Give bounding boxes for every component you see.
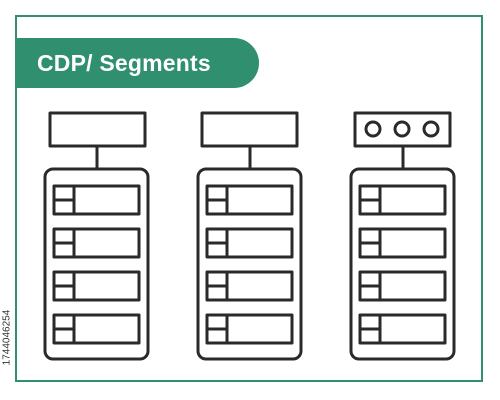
stack-row [205, 227, 294, 259]
page-title: CDP/ Segments [37, 49, 211, 76]
stack-row [52, 227, 141, 259]
stock-id-text: 1744046254 [1, 309, 13, 365]
title-banner: CDP/ Segments [15, 38, 259, 88]
stack-header-box [48, 111, 147, 148]
stack-row [205, 270, 294, 302]
segment-stack-icon [43, 111, 150, 361]
stack-row [358, 313, 447, 345]
stack-row [52, 184, 141, 216]
header-dot [364, 120, 382, 138]
stack-row [205, 313, 294, 345]
stock-id-label: 1744046254 [1, 282, 13, 392]
stack-cabinet [349, 167, 456, 361]
stack-row [358, 184, 447, 216]
segment-stack-dots-icon [349, 111, 456, 361]
header-dot [393, 120, 411, 138]
stack-cabinet [196, 167, 303, 361]
header-dot [422, 120, 440, 138]
stack-header-box [353, 111, 452, 148]
stack-row [358, 270, 447, 302]
stack-row [358, 227, 447, 259]
stack-row [52, 270, 141, 302]
stack-row [205, 184, 294, 216]
stack-row [52, 313, 141, 345]
stack-header-box [200, 111, 299, 148]
stack-cabinet [43, 167, 150, 361]
segment-stack-icon [196, 111, 303, 361]
